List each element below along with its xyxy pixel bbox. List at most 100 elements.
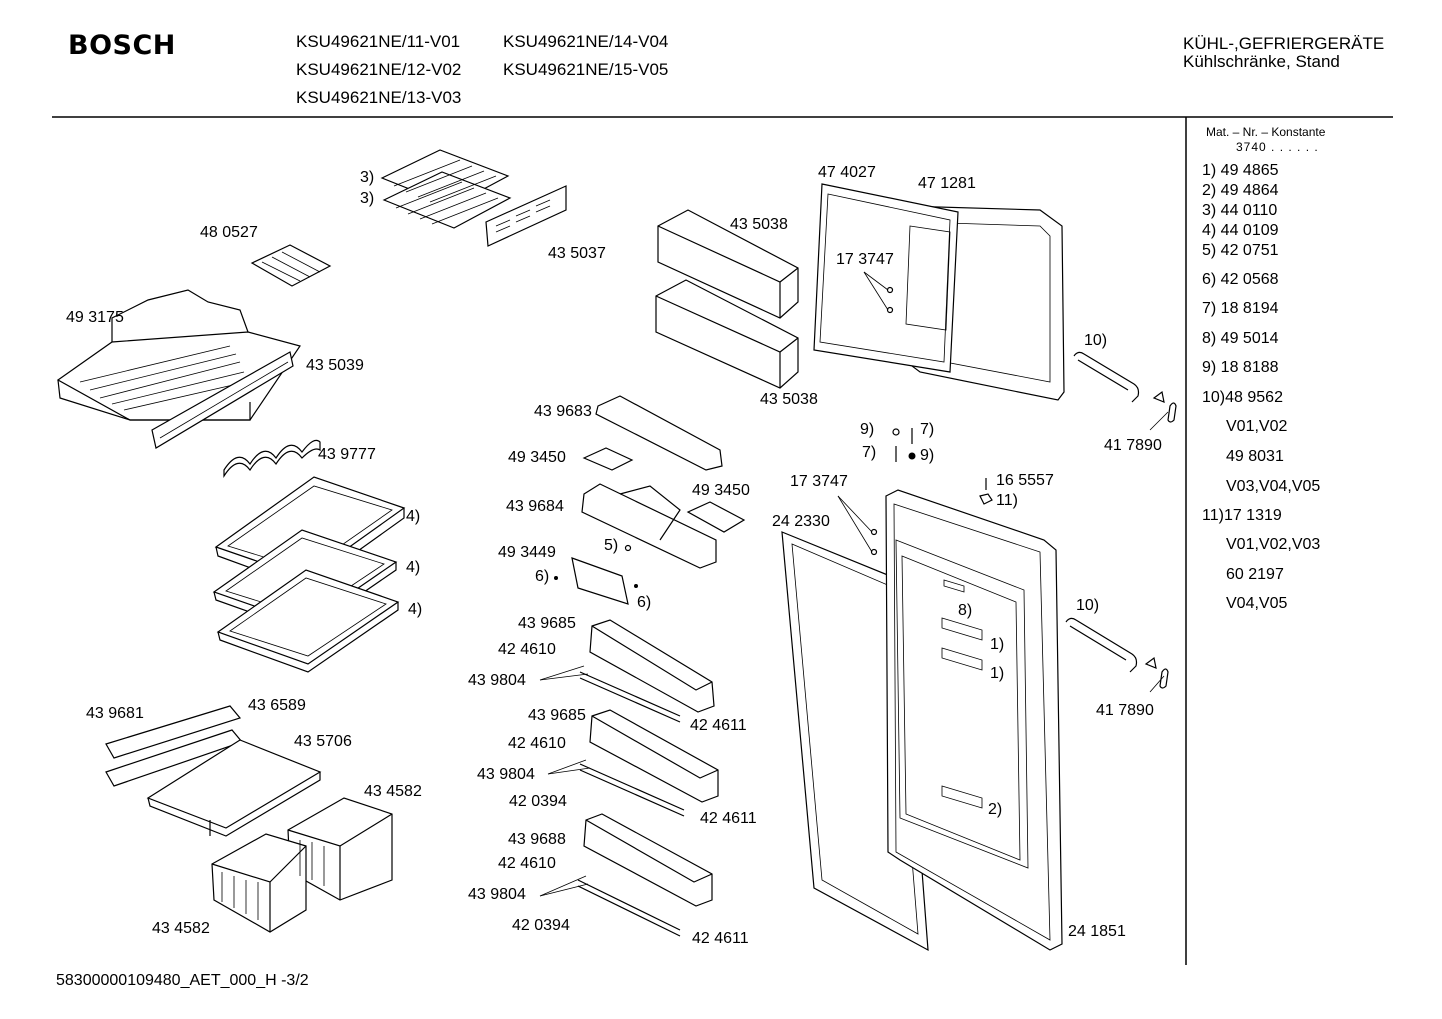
- part-label: 47 4027: [818, 164, 876, 181]
- part-label: 1): [990, 665, 1005, 682]
- category-title: KÜHL-,GEFRIERGERÄTE: [1183, 34, 1385, 53]
- part-label: 4): [406, 508, 421, 525]
- part-label: 6): [535, 568, 550, 585]
- crisper-cover-drawing: [105, 705, 322, 837]
- part-label: 2): [988, 801, 1003, 818]
- side-item: 9) 18 8188: [1202, 359, 1279, 376]
- part-label: 6): [637, 594, 652, 611]
- freezer-door-drawing: [813, 183, 1065, 401]
- part-label: 3): [360, 169, 375, 186]
- model-number: KSU49621NE/12-V02: [296, 60, 462, 79]
- part-label: 43 4582: [364, 783, 422, 800]
- part-label: 43 9685: [518, 615, 576, 632]
- side-item: V04,V05: [1226, 595, 1288, 612]
- part-label: 43 6589: [248, 697, 306, 714]
- freezer-door-bins-drawing: [655, 209, 799, 389]
- side-item: 5) 42 0751: [1202, 242, 1279, 259]
- part-label: 43 9804: [468, 672, 526, 689]
- part-label: 8): [958, 602, 973, 619]
- side-item: 3) 44 0110: [1202, 202, 1278, 219]
- part-label: 43 5038: [730, 216, 788, 233]
- part-label: 43 5037: [548, 245, 606, 262]
- part-label: 5): [604, 537, 619, 554]
- part-label: 9): [920, 447, 935, 464]
- part-label: 43 9804: [468, 886, 526, 903]
- side-item: 10)48 9562: [1202, 389, 1283, 406]
- part-label: 43 5706: [294, 733, 352, 750]
- part-label: 42 4611: [700, 810, 757, 827]
- model-number: KSU49621NE/14-V04: [503, 32, 669, 51]
- part-label: 16 5557: [996, 472, 1054, 489]
- ice-tray-drawing: [250, 244, 332, 287]
- part-label: 41 7890: [1096, 702, 1154, 719]
- side-panel-constant: 3740 . . . . . .: [1236, 140, 1319, 154]
- part-label: 49 3449: [498, 544, 556, 561]
- part-label: 49 3450: [692, 482, 750, 499]
- part-label: 4): [408, 601, 423, 618]
- part-label: 43 9683: [534, 403, 592, 420]
- bottle-rack-drawing: [223, 439, 321, 479]
- part-label: 42 0394: [509, 793, 567, 810]
- part-label: 43 9685: [528, 707, 586, 724]
- part-label: 42 4611: [692, 930, 749, 947]
- part-label: 10): [1076, 597, 1100, 614]
- part-label: 42 4610: [498, 641, 556, 658]
- side-panel-heading: Mat. – Nr. – Konstante: [1206, 125, 1326, 139]
- part-label: 42 4610: [498, 855, 556, 872]
- part-label: 43 9681: [86, 705, 144, 722]
- part-label: 42 4611: [690, 717, 747, 734]
- side-item: 8) 49 5014: [1202, 330, 1279, 347]
- part-label: 17 3747: [836, 251, 894, 268]
- part-label: 49 3175: [66, 309, 124, 326]
- model-number: KSU49621NE/13-V03: [296, 88, 462, 107]
- side-item: 49 8031: [1226, 448, 1284, 465]
- part-label: 7): [920, 421, 935, 438]
- brand-logo: BOSCH: [68, 30, 176, 61]
- dairy-compartment-drawing: [571, 395, 746, 605]
- side-item: 4) 44 0109: [1202, 222, 1279, 239]
- part-label: 43 5039: [306, 357, 364, 374]
- side-item: 11)17 1319: [1202, 507, 1282, 524]
- trim-strip-drawing: [151, 351, 294, 449]
- hardware-drawing: [554, 286, 993, 588]
- part-label: 7): [862, 444, 877, 461]
- part-label: 9): [860, 421, 875, 438]
- handle-bottom-drawing: [1065, 617, 1169, 689]
- part-label: 43 5038: [760, 391, 818, 408]
- side-item: 1) 49 4865: [1202, 162, 1279, 179]
- part-label: 43 9777: [318, 446, 376, 463]
- handle-top-drawing: [1073, 351, 1177, 423]
- part-label: 1): [990, 636, 1005, 653]
- part-label: 24 2330: [772, 513, 830, 530]
- cover-panel-drawing: [485, 185, 567, 247]
- part-label: 43 4582: [152, 920, 210, 937]
- part-label: 17 3747: [790, 473, 848, 490]
- part-label: 10): [1084, 332, 1108, 349]
- model-number: KSU49621NE/15-V05: [503, 60, 669, 79]
- side-item: V01,V02,V03: [1226, 536, 1321, 553]
- part-label: 48 0527: [200, 224, 258, 241]
- part-label: 47 1281: [918, 175, 976, 192]
- part-label: 3): [360, 190, 375, 207]
- part-label: 41 7890: [1104, 437, 1162, 454]
- freezer-grates-drawing: [380, 149, 512, 229]
- part-label: 24 1851: [1068, 923, 1126, 940]
- side-item: 60 2197: [1226, 566, 1284, 583]
- document-id: 58300000109480_AET_000_H -3/2: [56, 972, 309, 989]
- part-label: 11): [996, 492, 1018, 509]
- side-item: 7) 18 8194: [1202, 300, 1279, 317]
- part-label: 42 4610: [508, 735, 566, 752]
- category-subtitle: Kühlschränke, Stand: [1183, 52, 1340, 71]
- part-label: 43 9688: [508, 831, 566, 848]
- side-item: V01,V02: [1226, 418, 1288, 435]
- part-label: 43 9804: [477, 766, 535, 783]
- leader-lines: [539, 271, 1169, 897]
- side-item: 6) 42 0568: [1202, 271, 1279, 288]
- part-label: 43 9684: [506, 498, 564, 515]
- part-label: 42 0394: [512, 917, 570, 934]
- side-item: 2) 49 4864: [1202, 182, 1279, 199]
- glass-shelves-drawing: [212, 476, 406, 673]
- part-label: 49 3450: [508, 449, 566, 466]
- side-item: V03,V04,V05: [1226, 478, 1321, 495]
